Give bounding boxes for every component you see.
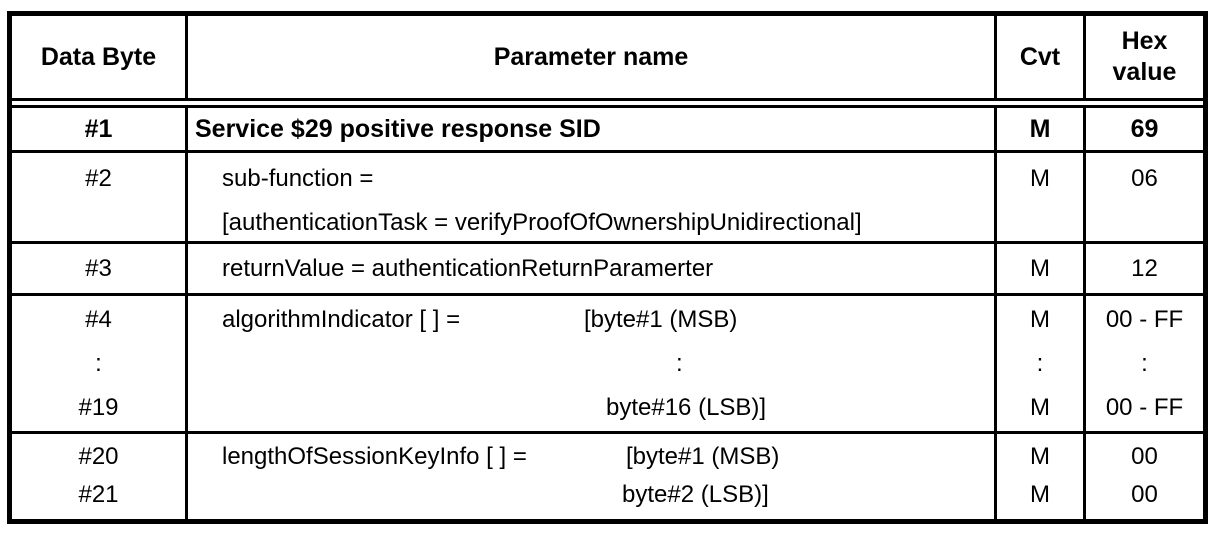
data-byte-value: #20 [78, 443, 119, 470]
hex-value: 00 - FF [1105, 306, 1184, 333]
table-row-positive-response-sid: #1 Service $29 positive response SID M 6… [12, 108, 1203, 153]
cell-hex-value: 69 [1130, 115, 1159, 143]
cell-parameter-name: sub-function = [authenticationTask = ver… [188, 153, 997, 241]
continuation-mark: : [1036, 350, 1044, 377]
parameter-line: : [188, 342, 994, 386]
data-byte-value: #4 [85, 306, 112, 333]
column-header-label: Parameter name [493, 42, 689, 71]
cvt-value: M [1030, 306, 1050, 333]
cell-hex-value: 00 00 [1086, 434, 1203, 519]
byte-range-end: byte#16 (LSB)] [606, 394, 767, 421]
cell-cvt: M [997, 244, 1086, 293]
hex-value: 00 - FF [1105, 394, 1184, 421]
hex-value: 00 [1131, 443, 1158, 470]
cell-hex-value: 06 [1086, 153, 1203, 241]
cell-data-byte: #3 [12, 244, 188, 293]
column-header-label: Hex value [1112, 27, 1177, 86]
data-byte-value: #2 [85, 165, 112, 192]
cvt-value: M [1030, 394, 1050, 421]
continuation-mark: : [676, 350, 683, 377]
column-header-cvt: Cvt [997, 16, 1086, 98]
data-byte-value: #19 [78, 394, 119, 421]
byte-range-end: byte#2 (LSB)] [622, 481, 769, 508]
table-row-length-of-session-key-info: #20 #21 lengthOfSessionKeyInfo [ ] = [by… [12, 434, 1203, 519]
cell-parameter-name: lengthOfSessionKeyInfo [ ] = [byte#1 (MS… [188, 434, 997, 519]
parameter-line: lengthOfSessionKeyInfo [ ] = [byte#1 (MS… [188, 438, 994, 476]
parameter-line: [authenticationTask = verifyProofOfOwner… [222, 209, 862, 236]
continuation-mark: : [1141, 350, 1148, 377]
cell-cvt: M [997, 153, 1086, 241]
parameter-line: byte#2 (LSB)] [188, 476, 994, 514]
table-row-sub-function: #2 sub-function = [authenticationTask = … [12, 153, 1203, 244]
cell-parameter-name: Service $29 positive response SID [188, 108, 997, 150]
cvt-value: M [1030, 165, 1050, 192]
cell-cvt: M : M [997, 296, 1086, 431]
cell-data-byte: #4 : #19 [12, 296, 188, 431]
cell-cvt: M M [997, 434, 1086, 519]
cvt-value: M [1030, 481, 1050, 508]
parameter-label: lengthOfSessionKeyInfo [ ] = [222, 443, 527, 470]
table-row-algorithm-indicator: #4 : #19 algorithmIndicator [ ] = [byte#… [12, 296, 1203, 434]
byte-range-start: [byte#1 (MSB) [626, 443, 780, 470]
cell-hex-value: 00 - FF : 00 - FF [1086, 296, 1203, 431]
cell-hex-value: 12 [1131, 255, 1158, 282]
hex-value: 06 [1131, 165, 1158, 192]
parameter-label: algorithmIndicator [ ] = [222, 306, 461, 333]
column-header-hex-value: Hex value [1086, 16, 1203, 98]
parameter-line: byte#16 (LSB)] [188, 386, 994, 430]
cell-data-byte: #20 #21 [12, 434, 188, 519]
column-header-label: Data Byte [40, 42, 157, 71]
cvt-value: M [1030, 443, 1050, 470]
cell-parameter-name: returnValue = authenticationReturnParame… [188, 244, 997, 293]
column-header-parameter-name: Parameter name [188, 16, 997, 98]
column-header-label: Cvt [1019, 42, 1061, 71]
response-message-definition-table: Data Byte Parameter name Cvt Hex value #… [7, 11, 1208, 524]
data-byte-value: #21 [78, 481, 119, 508]
cell-parameter-name: algorithmIndicator [ ] = [byte#1 (MSB) :… [188, 296, 997, 431]
hex-value: 00 [1131, 481, 1158, 508]
byte-range-start: [byte#1 (MSB) [584, 306, 738, 333]
cell-data-byte: #1 [12, 108, 188, 150]
cell-cvt: M [997, 108, 1086, 150]
cell-data-byte: #2 [12, 153, 188, 241]
parameter-line: sub-function = [222, 165, 374, 192]
continuation-mark: : [95, 350, 102, 377]
column-header-data-byte: Data Byte [12, 16, 188, 98]
table-header-row: Data Byte Parameter name Cvt Hex value [12, 16, 1203, 108]
table-row-return-value: #3 returnValue = authenticationReturnPar… [12, 244, 1203, 296]
parameter-line: algorithmIndicator [ ] = [byte#1 (MSB) [188, 298, 994, 342]
